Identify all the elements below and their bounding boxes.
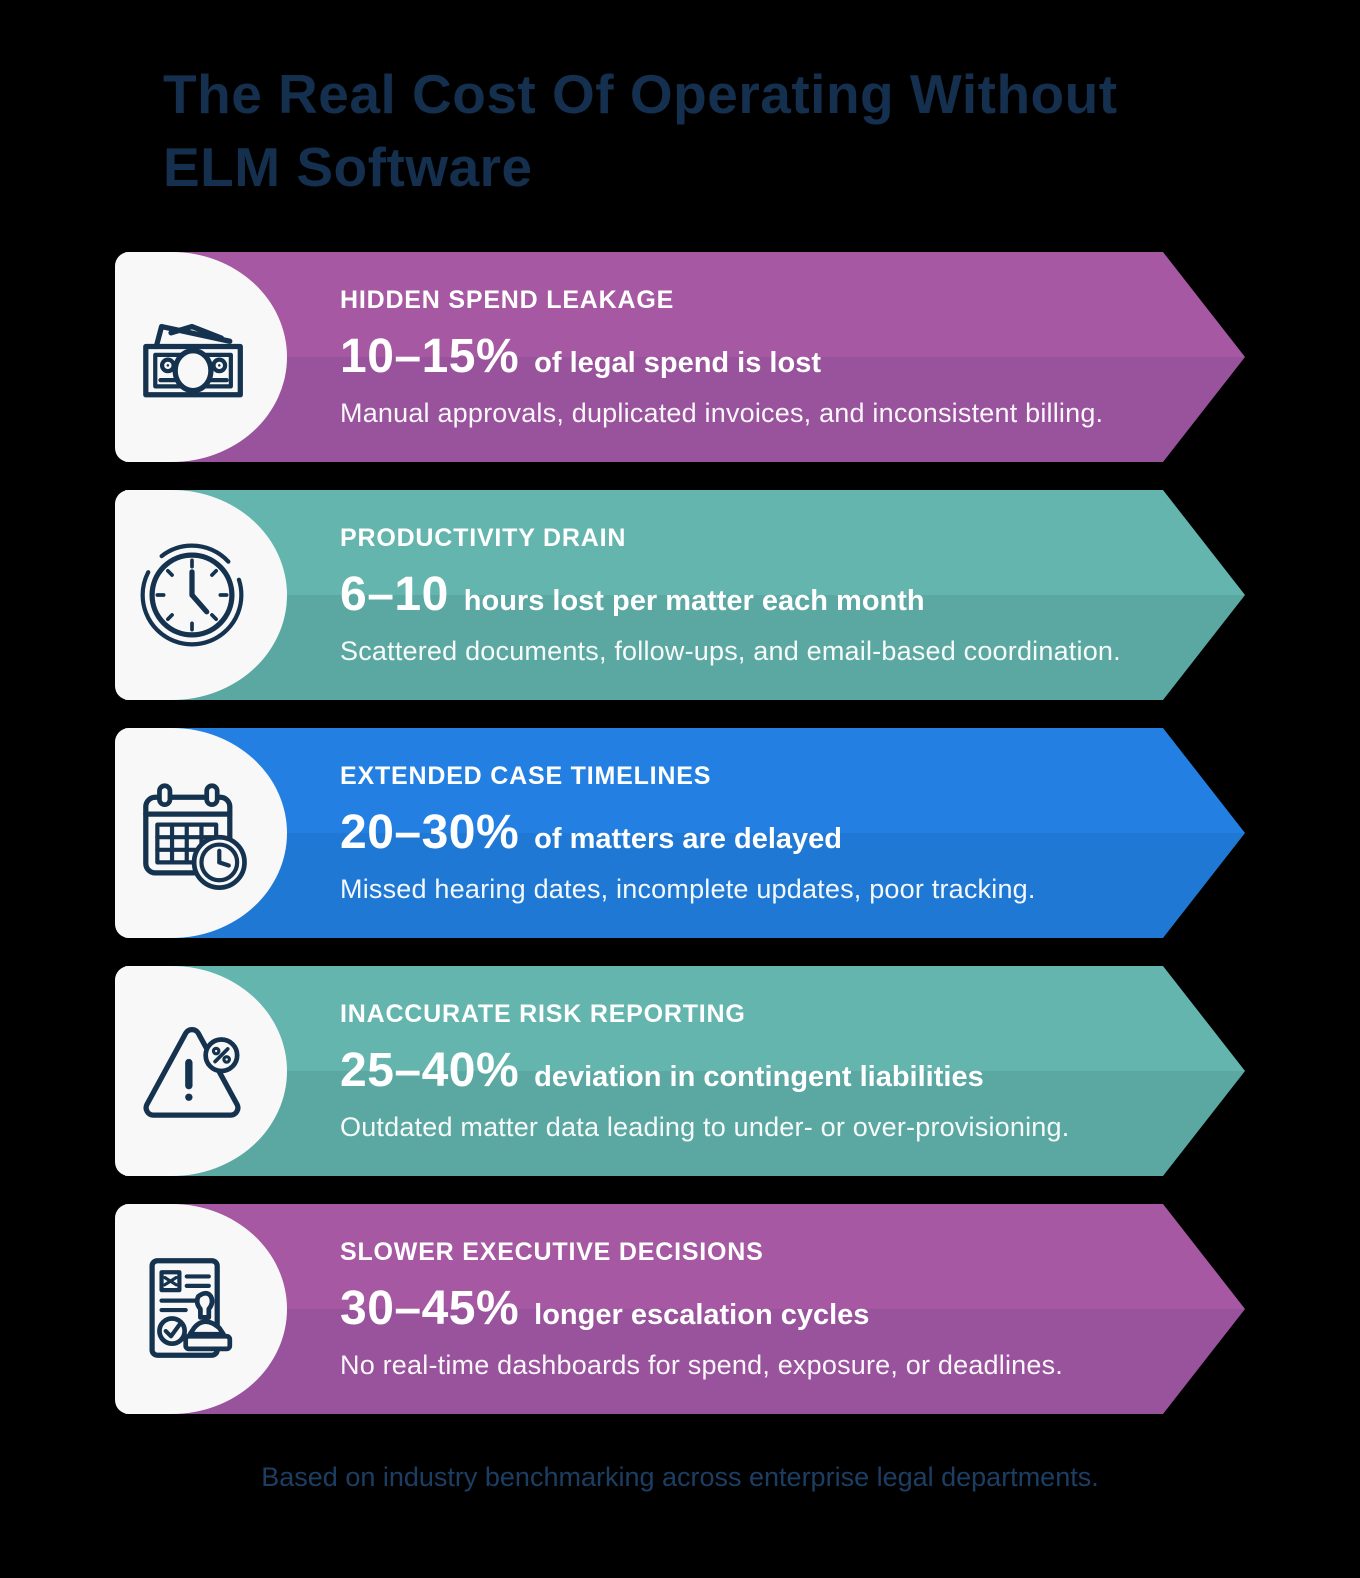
banner-arrow: [125, 1204, 1245, 1414]
title-line-2: ELM Software: [163, 135, 533, 198]
banner-stat-value: 20–30%: [340, 805, 520, 859]
banner-stat-label: deviation in contingent liabilities: [534, 1060, 984, 1093]
banner-description: No real-time dashboards for spend, expos…: [340, 1349, 1063, 1380]
banner-text: PRODUCTIVITY DRAIN 6–10 hours lost per m…: [340, 490, 1135, 700]
banner-stat-label: hours lost per matter each month: [463, 584, 925, 617]
banner-arrow: [125, 966, 1245, 1176]
banner-row: HIDDEN SPEND LEAKAGE 10–15% of legal spe…: [115, 252, 1245, 462]
risk-warning-icon: [129, 1008, 255, 1134]
banner-statline: 10–15% of legal spend is lost: [340, 329, 1135, 384]
banner-arrow: [125, 490, 1245, 700]
banner-stat-value: 25–40%: [340, 1043, 520, 1097]
banner-stat-value: 10–15%: [340, 329, 520, 383]
banner-stat-label: longer escalation cycles: [534, 1298, 870, 1331]
banner-kicker: EXTENDED CASE TIMELINES: [340, 761, 712, 790]
banner-description: Scattered documents, follow-ups, and ema…: [340, 635, 1121, 666]
banner-row: PRODUCTIVITY DRAIN 6–10 hours lost per m…: [115, 490, 1245, 700]
banner-arrow: [125, 728, 1245, 938]
calendar-clock-icon: [129, 770, 255, 896]
footer-note: Based on industry benchmarking across en…: [261, 1462, 1099, 1492]
banner-description: Missed hearing dates, incomplete updates…: [340, 873, 1036, 904]
banner-kicker: SLOWER EXECUTIVE DECISIONS: [340, 1237, 764, 1266]
banner-kicker: HIDDEN SPEND LEAKAGE: [340, 285, 675, 314]
banner-arrow: [125, 252, 1245, 462]
clock-icon: [129, 532, 255, 658]
banner-kicker: INACCURATE RISK REPORTING: [340, 999, 746, 1028]
banner-statline: 20–30% of matters are delayed: [340, 805, 1135, 860]
banner-stat-value: 30–45%: [340, 1281, 520, 1335]
banner-row: SLOWER EXECUTIVE DECISIONS 30–45% longer…: [115, 1204, 1245, 1414]
banner-description: Outdated matter data leading to under- o…: [340, 1111, 1070, 1142]
banner-stat-label: of matters are delayed: [534, 822, 843, 855]
banner-text: HIDDEN SPEND LEAKAGE 10–15% of legal spe…: [340, 252, 1135, 462]
banner-statline: 25–40% deviation in contingent liabiliti…: [340, 1043, 1135, 1098]
title-line-1: The Real Cost Of Operating Without: [163, 63, 1118, 125]
banner-description: Manual approvals, duplicated invoices, a…: [340, 397, 1104, 428]
banner-statline: 6–10 hours lost per matter each month: [340, 567, 1135, 622]
banner-stat-value: 6–10: [340, 567, 449, 621]
banner-text: EXTENDED CASE TIMELINES 20–30% of matter…: [340, 728, 1135, 938]
banner-statline: 30–45% longer escalation cycles: [340, 1281, 1135, 1336]
money-bills-icon: [129, 294, 255, 420]
banner-stat-label: of legal spend is lost: [534, 346, 821, 379]
banner-row: EXTENDED CASE TIMELINES 20–30% of matter…: [115, 728, 1245, 938]
document-stamp-icon: [129, 1246, 255, 1372]
banner-text: INACCURATE RISK REPORTING 25–40% deviati…: [340, 966, 1135, 1176]
banner-text: SLOWER EXECUTIVE DECISIONS 30–45% longer…: [340, 1204, 1135, 1414]
banner-kicker: PRODUCTIVITY DRAIN: [340, 523, 627, 552]
banner-row: INACCURATE RISK REPORTING 25–40% deviati…: [115, 966, 1245, 1176]
page-title: The Real Cost Of Operating Without ELM S…: [163, 58, 1283, 203]
